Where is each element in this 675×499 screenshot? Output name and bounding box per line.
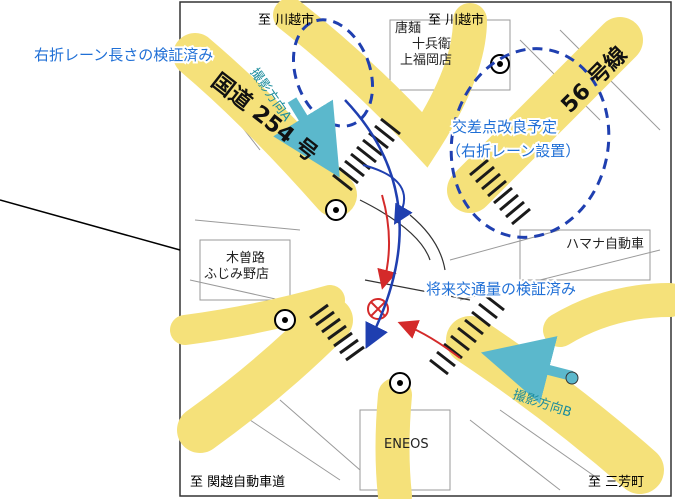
camera-arrow-b xyxy=(480,336,574,404)
place-kisoji-line1: 木曽路 xyxy=(226,250,265,266)
direction-bottom-left: 至 関越自動車道 xyxy=(190,475,285,490)
leader-line xyxy=(0,199,181,251)
red-turn-arrow xyxy=(377,194,397,290)
place-eneos: ENEOS xyxy=(384,437,429,452)
signal-icon xyxy=(325,199,347,221)
signal-icon xyxy=(389,372,411,394)
camera-point xyxy=(565,371,579,385)
road-e xyxy=(543,283,675,347)
dashed-improvement-ellipse xyxy=(449,47,611,239)
crosswalk-se xyxy=(429,294,505,376)
road-w xyxy=(170,285,345,345)
note-right-turn-verified: 右折レーン長さの検証済み xyxy=(34,46,213,64)
blue-right-turn-arrow xyxy=(362,164,413,225)
note-improvement-line1: 交差点改良予定 xyxy=(452,118,557,136)
crosswalk-ne xyxy=(469,158,531,226)
camera-arrow-a xyxy=(273,97,340,178)
direction-top-left: 至 川越市 xyxy=(258,12,314,28)
place-ramen-line3: 上福岡店 xyxy=(400,53,452,68)
signal-icon xyxy=(274,309,296,331)
crosswalk-sw xyxy=(309,303,365,362)
dashed-verification-ellipse xyxy=(291,18,375,128)
direction-top-right: 至 川越市 xyxy=(428,12,484,28)
place-kisoji-line2: ふじみ野店 xyxy=(204,267,269,282)
note-improvement-line2: （右折レーン設置） xyxy=(446,142,580,160)
road-sw xyxy=(177,297,353,453)
note-traffic-verified: 将来交通量の検証済み xyxy=(426,280,576,298)
red-turn-arrow xyxy=(397,320,461,359)
road-n xyxy=(273,0,487,168)
place-ramen-line1: 唐麺 xyxy=(395,20,421,36)
place-hamana: ハマナ自動車 xyxy=(566,237,644,252)
place-ramen-line2: 十兵衛 xyxy=(412,37,451,52)
direction-bottom-right: 至 三芳町 xyxy=(588,475,644,490)
road-s xyxy=(375,378,412,499)
